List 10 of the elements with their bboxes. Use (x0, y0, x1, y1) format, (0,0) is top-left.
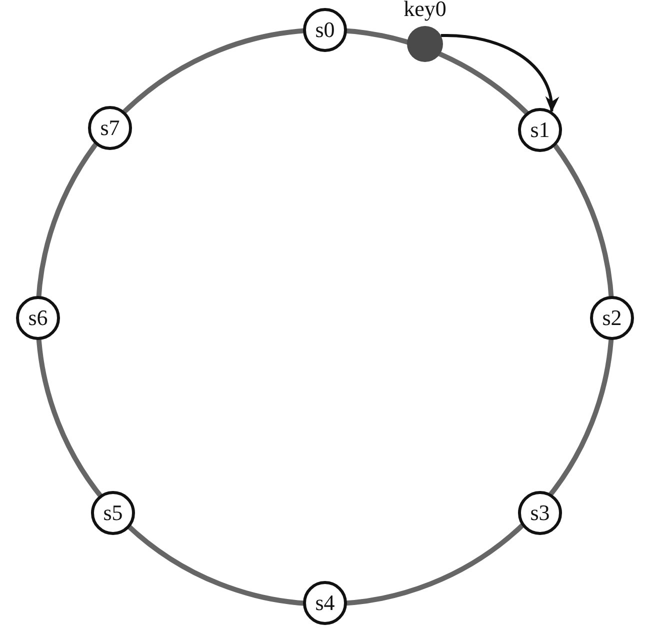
server-node: s3 (518, 491, 562, 535)
arrow (440, 34, 558, 112)
server-node: s4 (303, 581, 347, 625)
server-node: s0 (303, 8, 347, 52)
server-node: s7 (88, 106, 132, 150)
key-label: key0 (404, 0, 446, 20)
server-node: s1 (518, 108, 562, 152)
server-node: s2 (590, 296, 634, 340)
server-node: s6 (16, 296, 60, 340)
server-node: s5 (91, 491, 135, 535)
